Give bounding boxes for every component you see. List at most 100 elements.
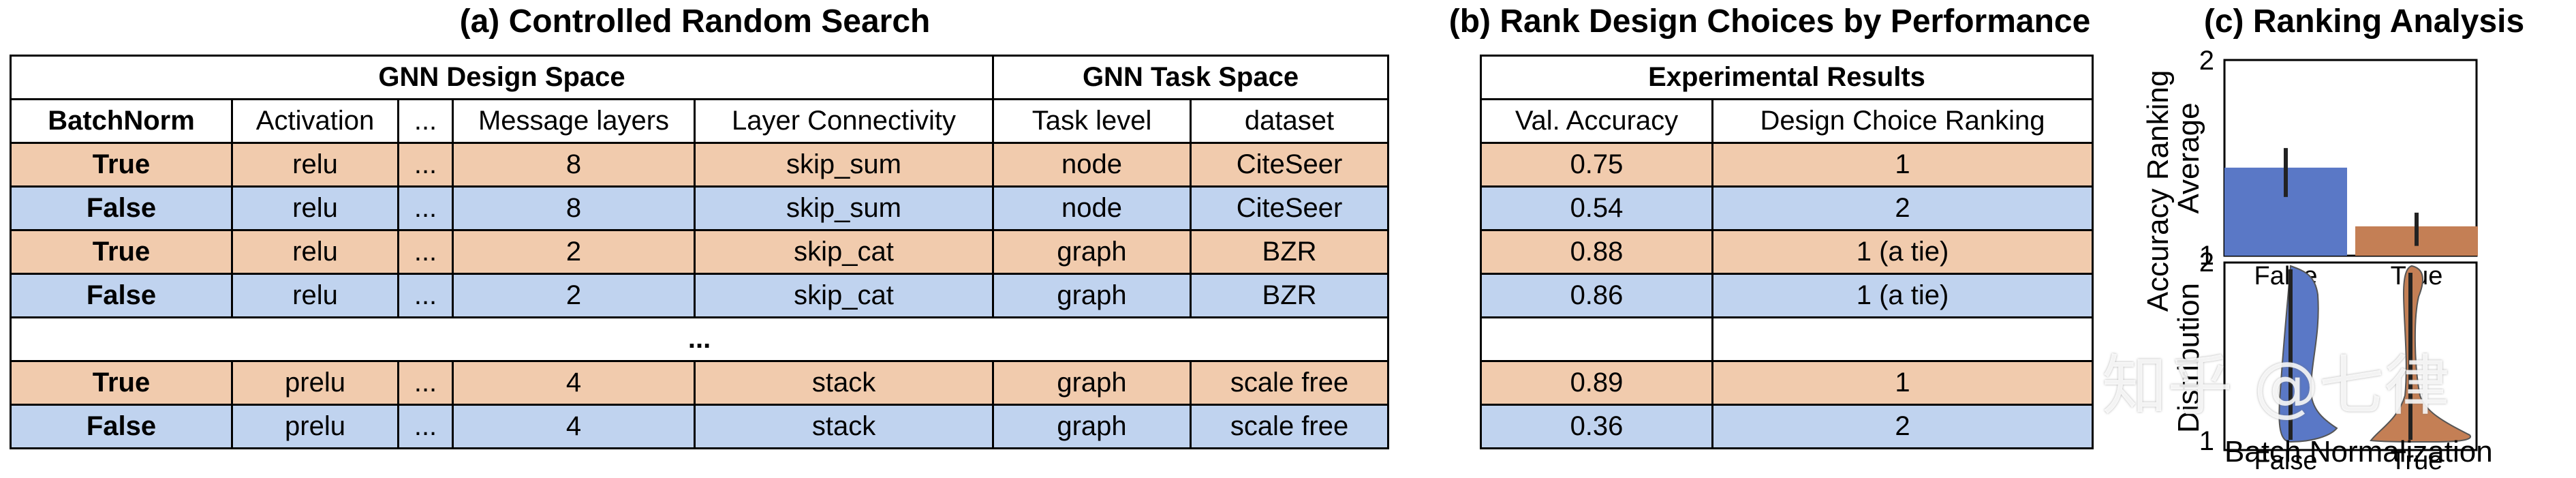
bar-chart: 2 1 False True Average Accuracy Ranking [2141, 46, 2478, 312]
column-header: Activation [231, 98, 399, 144]
table-cell: 0.88 [1480, 229, 1713, 275]
table-cell: scale free [1190, 360, 1390, 406]
violin-false [2278, 265, 2338, 443]
table-cell: 2 [1711, 185, 2094, 231]
table-cell: ... [397, 142, 454, 188]
table-cell: CiteSeer [1190, 142, 1390, 188]
table-cell: graph [992, 404, 1192, 449]
table-cell: 8 [452, 185, 696, 231]
table-row-empty [1480, 316, 2094, 362]
table-row: 0.86 1 (a tie) [1480, 273, 2094, 318]
table-cell: False [10, 273, 233, 318]
table-row: False relu ... 2 skip_cat graph BZR [10, 273, 1390, 318]
column-header: Task level [992, 98, 1192, 144]
y-axis-label: Distribution [2172, 283, 2205, 433]
bar-chart-frame [2223, 59, 2478, 257]
table-cell: stack [693, 404, 995, 449]
violin-chart-frame [2223, 261, 2478, 451]
table-cell [1480, 316, 1713, 362]
table-row: 0.75 1 [1480, 142, 2094, 188]
table-cell: True [10, 142, 233, 188]
column-header: ... [397, 98, 454, 144]
table-cell: 4 [452, 404, 696, 449]
panel-a-title: (a) Controlled Random Search [459, 3, 931, 40]
table-row: False prelu ... 4 stack graph scale free [10, 404, 1390, 449]
y-tick-label: 1 [2199, 241, 2214, 271]
y-tick-label: 2 [2199, 248, 2214, 278]
table-cell: 0.75 [1480, 142, 1713, 188]
table-cell: ... [397, 360, 454, 406]
table-cell: False [10, 185, 233, 231]
table-cell: 0.54 [1480, 185, 1713, 231]
table-cell: 1 [1711, 360, 2094, 406]
table-cell: relu [231, 273, 399, 318]
table-row-ellipsis: ... [9, 316, 1390, 362]
column-header: Message layers [452, 98, 696, 144]
results-table: Experimental Results Val. Accuracy Desig… [1479, 55, 2094, 449]
table-cell: stack [693, 360, 995, 406]
group-header-task-space: GNN Task Space [992, 55, 1390, 100]
table-row: True prelu ... 4 stack graph scale free [10, 360, 1390, 406]
panel-b-title: (b) Rank Design Choices by Performance [1448, 3, 2091, 40]
table-row: True relu ... 2 skip_cat graph BZR [10, 229, 1390, 275]
table-cell: graph [992, 273, 1192, 318]
column-header: Design Choice Ranking [1711, 98, 2094, 144]
table-cell: 2 [1711, 404, 2094, 449]
table-cell: BZR [1190, 273, 1390, 318]
table-cell: ... [397, 185, 454, 231]
table-cell: 2 [452, 273, 696, 318]
table-row: True relu ... 8 skip_sum node CiteSeer [10, 142, 1390, 188]
table-cell: relu [231, 185, 399, 231]
table-row: 0.89 1 [1480, 360, 2094, 406]
table-row: 0.36 2 [1480, 404, 2094, 449]
column-header: Layer Connectivity [693, 98, 995, 144]
column-header: BatchNorm [10, 98, 233, 144]
table-row: 0.88 1 (a tie) [1480, 229, 2094, 275]
table-cell: 0.86 [1480, 273, 1713, 318]
table-cell: relu [231, 229, 399, 275]
table-cell: 8 [452, 142, 696, 188]
column-header: Val. Accuracy [1480, 98, 1713, 144]
table-cell: graph [992, 229, 1192, 275]
y-tick-label: 2 [2199, 46, 2214, 76]
table-cell: 2 [452, 229, 696, 275]
y-axis-label: Average [2172, 102, 2205, 213]
table-cell: 0.36 [1480, 404, 1713, 449]
y-axis-label-secondary: Accuracy Ranking [2141, 70, 2175, 312]
table-cell: 1 (a tie) [1711, 273, 2094, 318]
table-cell: ... [397, 273, 454, 318]
table-cell: 1 (a tie) [1711, 229, 2094, 275]
table-row: 0.54 2 [1480, 185, 2094, 231]
x-tick-label: True [2391, 447, 2443, 475]
panel-c-title: (c) Ranking Analysis [2203, 3, 2525, 40]
table-cell: node [992, 142, 1192, 188]
table-cell: node [992, 185, 1192, 231]
table-cell: scale free [1190, 404, 1390, 449]
y-tick-label: 1 [2199, 426, 2214, 456]
table-row: False relu ... 8 skip_sum node CiteSeer [10, 185, 1390, 231]
table-cell: skip_sum [693, 185, 995, 231]
table-cell: skip_cat [693, 229, 995, 275]
design-space-table: GNN Design Space GNN Task Space BatchNor… [9, 55, 1390, 449]
table-cell: skip_cat [693, 273, 995, 318]
ranking-analysis-charts: 2 1 False True Average Accuracy Ranking … [2141, 46, 2478, 475]
group-header-design-space: GNN Design Space [9, 55, 995, 100]
table-cell: ... [397, 404, 454, 449]
violin-true [2370, 265, 2472, 443]
group-header-experimental-results: Experimental Results [1479, 55, 2094, 100]
table-cell: True [10, 229, 233, 275]
table-cell: CiteSeer [1190, 185, 1390, 231]
table-cell: skip_sum [693, 142, 995, 188]
column-header: dataset [1190, 98, 1390, 144]
table-cell: graph [992, 360, 1192, 406]
table-cell: 0.89 [1480, 360, 1713, 406]
table-cell: prelu [231, 404, 399, 449]
violin-chart: 2 1 False True Distribution [2172, 248, 2478, 475]
table-cell: 4 [452, 360, 696, 406]
table-cell: True [10, 360, 233, 406]
x-tick-label: False [2254, 447, 2318, 475]
table-cell: 1 [1711, 142, 2094, 188]
table-cell [1711, 316, 2094, 362]
table-cell: False [10, 404, 233, 449]
table-cell: ... [397, 229, 454, 275]
